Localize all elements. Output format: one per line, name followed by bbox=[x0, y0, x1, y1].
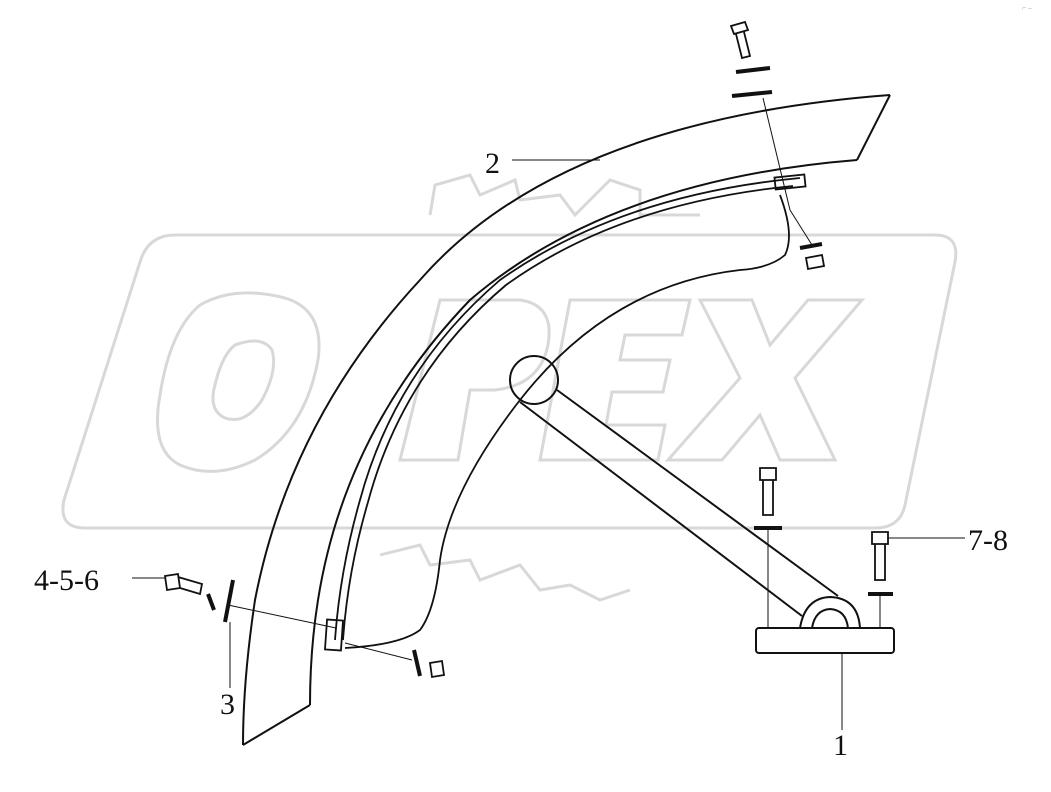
frame-tube-end bbox=[509, 355, 559, 405]
frame-tube-lower bbox=[519, 401, 803, 617]
bolt-7-8-shank bbox=[874, 544, 886, 581]
watermark-letter-p bbox=[398, 298, 551, 462]
watermark bbox=[61, 173, 958, 602]
left-bolt-shank bbox=[177, 576, 204, 596]
watermark-letter-x bbox=[664, 298, 866, 462]
fender bbox=[242, 94, 891, 746]
watermark-letter-e bbox=[538, 298, 692, 462]
frame bbox=[509, 355, 895, 654]
fender-top-end bbox=[856, 94, 891, 161]
label-part-1: 1 bbox=[833, 729, 848, 762]
frame-tube-upper bbox=[556, 389, 839, 597]
frame-bolt-shank bbox=[762, 480, 774, 516]
bracket-tab-lower bbox=[324, 618, 344, 652]
brand-watermark bbox=[156, 291, 866, 473]
top-bolt-head bbox=[729, 20, 750, 36]
top-nut bbox=[804, 253, 826, 271]
frame-clevis bbox=[799, 595, 861, 629]
frame-base-plate bbox=[755, 627, 895, 654]
bracket-tab-upper bbox=[773, 173, 807, 191]
label-part-4-5-6: 4-5-6 bbox=[34, 564, 99, 597]
frame-bolt-set bbox=[754, 467, 782, 628]
left-bolt-set bbox=[163, 572, 446, 679]
left-nut bbox=[428, 659, 446, 679]
top-bolt-axis bbox=[762, 97, 791, 211]
fender-bottom-end bbox=[242, 704, 311, 746]
left-bolt-head bbox=[163, 572, 182, 592]
frame-bolt-head bbox=[759, 467, 777, 481]
label-part-2: 2 bbox=[485, 147, 500, 180]
bolt-7-8-head bbox=[871, 531, 889, 545]
leader-lines bbox=[132, 159, 965, 730]
fender-bracket-strip bbox=[324, 173, 807, 652]
support-plate bbox=[344, 194, 790, 649]
watermark-letter-o bbox=[156, 291, 321, 473]
bolt-set-7-8 bbox=[868, 531, 893, 628]
corner-mark: ⌐ ‒ bbox=[1022, 5, 1032, 12]
label-part-3: 3 bbox=[220, 688, 235, 721]
fender-outer-edge bbox=[242, 94, 891, 746]
gear-watermark-icon bbox=[61, 173, 958, 602]
top-bolt-shank bbox=[735, 31, 752, 60]
callout-labels: 2 4-5-6 3 7-8 1 bbox=[34, 147, 1008, 762]
left-bolt-axis bbox=[227, 604, 337, 629]
top-bolt-set bbox=[729, 20, 826, 271]
label-part-7-8: 7-8 bbox=[968, 524, 1008, 557]
